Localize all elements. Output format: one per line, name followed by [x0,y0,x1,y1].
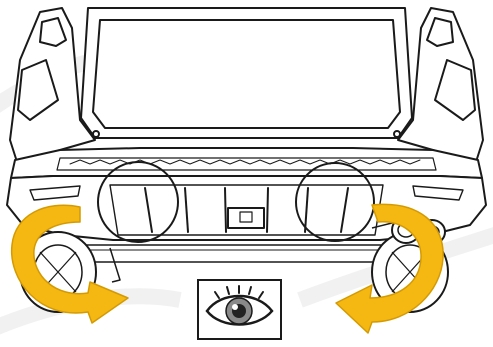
car-body [7,8,486,240]
inspect-badge [197,279,282,340]
eye-icon [199,281,280,338]
tailgate [81,8,412,138]
